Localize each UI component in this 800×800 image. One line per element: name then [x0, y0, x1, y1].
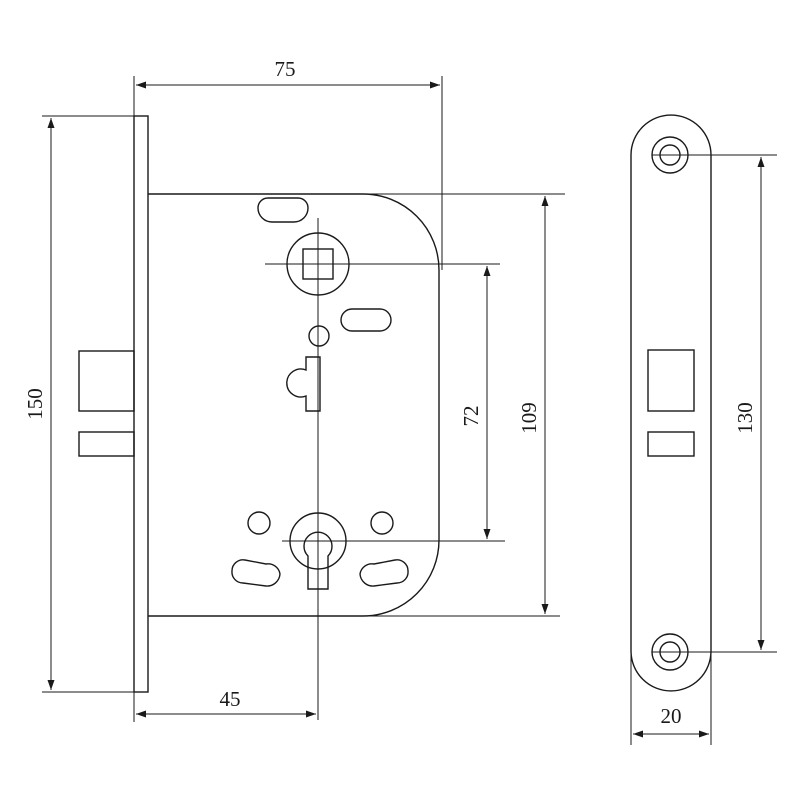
- strike-dimensions: 130 20: [630, 154, 777, 745]
- strike-plate-outline: [630, 114, 712, 692]
- lock-dimensions: 75 150 45 72 109: [23, 57, 565, 722]
- mounting-slot-upper: [340, 308, 392, 332]
- dim-label-75: 75: [275, 57, 296, 81]
- cylinder-side-hole-right: [370, 511, 394, 535]
- lower-slot-right: [359, 559, 409, 587]
- dim-label-20: 20: [661, 704, 682, 728]
- dim-label-150: 150: [23, 388, 47, 420]
- strike-latch-opening: [647, 349, 695, 412]
- upper-slot: [257, 197, 309, 223]
- dim-label-109: 109: [517, 402, 541, 434]
- cylinder-keyhole: [303, 531, 333, 590]
- lower-slot-left: [231, 559, 281, 587]
- faceplate: [133, 115, 149, 693]
- dim-label-72: 72: [459, 406, 483, 427]
- strike-deadbolt-opening: [647, 431, 695, 457]
- latch-lever: [286, 356, 321, 412]
- dim-label-130: 130: [733, 402, 757, 434]
- small-hole: [308, 325, 330, 347]
- latch-bolt: [78, 350, 135, 412]
- dead-bolt: [78, 431, 135, 457]
- lock-case: [148, 193, 440, 617]
- dim-label-45: 45: [220, 687, 241, 711]
- cylinder-side-hole-left: [247, 511, 271, 535]
- lock-body: [78, 115, 505, 720]
- strike-plate: [630, 114, 712, 692]
